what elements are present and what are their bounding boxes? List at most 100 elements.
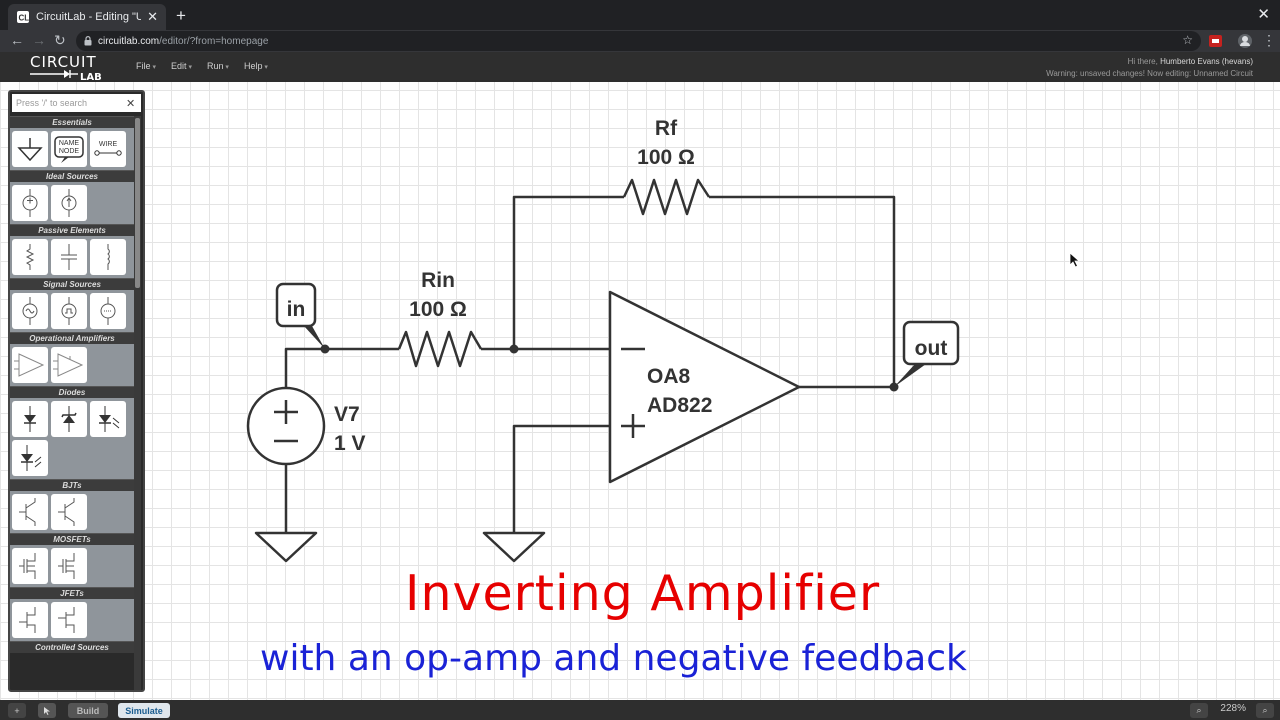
- build-mode-button[interactable]: Build: [68, 703, 108, 718]
- simulate-mode-button[interactable]: Simulate: [118, 703, 170, 718]
- part-current-source[interactable]: [51, 185, 87, 221]
- svg-text:NODE: NODE: [59, 148, 80, 155]
- inductor-icon: [107, 244, 110, 270]
- window-close-icon[interactable]: ✕: [1257, 6, 1270, 23]
- voltage-source-v7[interactable]: [246, 386, 326, 466]
- parts-scrollbar[interactable]: [134, 116, 141, 690]
- back-arrow-icon[interactable]: ←: [10, 32, 24, 48]
- node-label-out[interactable]: out: [894, 320, 960, 387]
- circuitlab-logo[interactable]: CIRCUIT LAB: [28, 54, 123, 82]
- select-tool-button[interactable]: [38, 703, 56, 718]
- reload-icon[interactable]: ↻: [54, 32, 66, 48]
- part-resistor[interactable]: [12, 239, 48, 275]
- tab-close-icon[interactable]: ✕: [147, 9, 158, 24]
- part-wire[interactable]: WIRE: [90, 131, 126, 167]
- category-ideal-sources[interactable]: Ideal Sources: [10, 170, 134, 182]
- part-pnp[interactable]: [51, 494, 87, 530]
- part-diode[interactable]: [12, 401, 48, 437]
- category-diodes[interactable]: Diodes: [10, 386, 134, 398]
- menu-file[interactable]: File: [136, 61, 156, 71]
- profile-avatar-icon[interactable]: [1237, 33, 1253, 49]
- part-capacitor[interactable]: [51, 239, 87, 275]
- part-opamp-alt[interactable]: [51, 347, 87, 383]
- search-clear-icon[interactable]: ✕: [126, 97, 136, 110]
- part-npn[interactable]: [12, 494, 48, 530]
- add-part-button[interactable]: +: [8, 703, 26, 718]
- unsaved-status: Warning: unsaved changes! Now editing: U…: [1046, 69, 1253, 78]
- parts-search: ✕: [12, 94, 141, 112]
- category-jfets[interactable]: JFETs: [10, 587, 134, 599]
- part-zener[interactable]: [51, 401, 87, 437]
- browser-tab[interactable]: CL CircuitLab - Editing "Unnamed ✕: [8, 4, 166, 30]
- title-inverting-amplifier: Inverting Amplifier: [405, 565, 881, 622]
- browser-menu-icon[interactable]: ⋮: [1262, 32, 1276, 48]
- category-controlled-sources[interactable]: Controlled Sources: [10, 641, 134, 653]
- forward-arrow-icon[interactable]: →: [32, 32, 46, 48]
- circuitlab-favicon-icon: CL: [16, 10, 30, 24]
- part-custom-source[interactable]: [90, 293, 126, 329]
- part-voltage-source[interactable]: [12, 185, 48, 221]
- extension-icon[interactable]: [1208, 33, 1224, 49]
- parts-search-input[interactable]: [16, 98, 126, 108]
- new-tab-icon[interactable]: +: [176, 6, 186, 25]
- part-inductor[interactable]: [90, 239, 126, 275]
- resistor-icon: [25, 244, 35, 270]
- part-led[interactable]: [90, 401, 126, 437]
- svg-text:WIRE: WIRE: [99, 141, 118, 148]
- user-name-link[interactable]: Humberto Evans (hevans): [1160, 57, 1253, 66]
- bookmark-star-icon[interactable]: ☆: [1182, 33, 1193, 47]
- menu-edit[interactable]: Edit: [171, 61, 192, 71]
- menu-run[interactable]: Run: [207, 61, 229, 71]
- zoom-in-icon: ⌕: [1262, 705, 1268, 715]
- svg-text:CIRCUIT: CIRCUIT: [30, 54, 97, 71]
- wire-icon: WIRE: [94, 141, 122, 156]
- category-passive-elements[interactable]: Passive Elements: [10, 224, 134, 236]
- category-body-signal: [10, 290, 134, 332]
- category-signal-sources[interactable]: Signal Sources: [10, 278, 134, 290]
- ac-source-icon: [22, 297, 38, 325]
- wire-feedback-right[interactable]: [709, 195, 896, 387]
- menu-help[interactable]: Help: [244, 61, 268, 71]
- capacitor-icon: [61, 244, 77, 270]
- ground-symbol-source[interactable]: [254, 531, 318, 563]
- zoom-fit-button[interactable]: ⌕: [1190, 703, 1208, 718]
- category-bjts[interactable]: BJTs: [10, 479, 134, 491]
- category-essentials[interactable]: Essentials: [10, 116, 134, 128]
- category-operational-amplifiers[interactable]: Operational Amplifiers: [10, 332, 134, 344]
- part-njfet[interactable]: [12, 602, 48, 638]
- user-info: Hi there, Humberto Evans (hevans) Warnin…: [1046, 56, 1253, 80]
- part-opamp[interactable]: [12, 347, 48, 383]
- opamp-oa8[interactable]: [608, 290, 801, 484]
- app-header: CIRCUIT LAB File Edit Run Help Hi there,…: [0, 52, 1280, 82]
- category-mosfets[interactable]: MOSFETs: [10, 533, 134, 545]
- wire-input[interactable]: [284, 347, 399, 388]
- category-body-passive: [10, 236, 134, 278]
- resistor-rf[interactable]: [622, 178, 711, 216]
- resistor-rin[interactable]: [397, 330, 483, 368]
- url-omnibox[interactable]: circuitlab.com/editor/?from=homepage ☆: [76, 31, 1201, 51]
- part-nmos[interactable]: [12, 548, 48, 584]
- ground-symbol-opamp[interactable]: [482, 531, 546, 563]
- part-ac-source[interactable]: [12, 293, 48, 329]
- wire-noninverting[interactable]: [512, 424, 610, 533]
- part-pulse-source[interactable]: [51, 293, 87, 329]
- part-photodiode[interactable]: [12, 440, 48, 476]
- part-pmos[interactable]: [51, 548, 87, 584]
- part-pjfet[interactable]: [51, 602, 87, 638]
- parts-scroll-thumb[interactable]: [135, 118, 140, 288]
- node-label-in[interactable]: in: [275, 282, 325, 349]
- diode-icon: [24, 406, 36, 432]
- zoom-level: 228%: [1220, 703, 1246, 714]
- part-ground[interactable]: [12, 131, 48, 167]
- opamp-alt-icon: [53, 353, 84, 377]
- custom-source-icon: [100, 297, 116, 325]
- zoom-in-button[interactable]: ⌕: [1256, 703, 1274, 718]
- opamp-icon: [14, 353, 45, 377]
- wire-feedback-left[interactable]: [512, 195, 624, 349]
- pulse-source-icon: [61, 297, 77, 325]
